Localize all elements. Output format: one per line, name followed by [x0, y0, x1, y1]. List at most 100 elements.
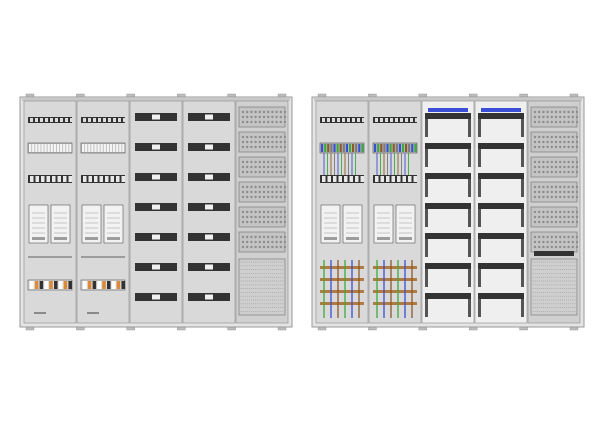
perforation-dot	[257, 272, 259, 274]
terminal-clamp	[63, 144, 66, 152]
perforation-dot	[564, 276, 565, 278]
perforation-dot	[257, 284, 259, 286]
perforation-dot	[532, 291, 534, 293]
perforation-dot	[557, 280, 559, 282]
vent-hole	[546, 210, 549, 214]
vent-hole	[246, 110, 249, 114]
perforation-dot	[242, 310, 244, 312]
vent-hole	[554, 220, 558, 224]
perforation-dot	[570, 265, 572, 267]
perforation-dot	[545, 288, 547, 290]
perforation-dot	[540, 280, 542, 282]
perforation-dot	[564, 303, 565, 305]
perforation-dot	[570, 269, 572, 271]
perforation-dot	[267, 288, 269, 290]
top-terminal	[415, 118, 418, 122]
vent-hole	[283, 160, 287, 164]
perforation-dot	[240, 303, 242, 305]
vent-hole	[250, 215, 253, 219]
vent-hole	[250, 170, 253, 174]
vent-hole	[550, 140, 553, 144]
top-terminal	[55, 118, 58, 122]
perforation-dot	[536, 299, 538, 301]
perforation-dot	[265, 303, 267, 305]
perforation-dot	[274, 280, 276, 282]
vent-hole	[533, 195, 537, 199]
perforation-dot	[267, 303, 269, 305]
cover-latch	[152, 264, 160, 270]
separator-rail	[81, 256, 125, 258]
perforation-dot	[568, 299, 570, 301]
vent-hole	[254, 195, 257, 199]
perforated-panel	[530, 258, 578, 316]
perforation-dot	[257, 307, 259, 309]
perforation-dot	[278, 284, 280, 286]
vent-hole	[563, 240, 566, 244]
perforation-dot	[248, 272, 250, 274]
perforation-dot	[274, 307, 276, 309]
terminal-clamp	[401, 144, 405, 152]
vent-hole	[267, 170, 270, 174]
vent-hole	[542, 115, 545, 119]
vent-hole	[571, 210, 574, 214]
vent-hole	[563, 185, 566, 189]
perforation-dot	[272, 307, 273, 309]
vent-hole	[275, 220, 278, 224]
perforation-dot	[545, 307, 547, 309]
perforation-dot	[284, 280, 286, 282]
perforation-dot	[545, 303, 547, 305]
vent-hole	[563, 170, 566, 174]
vent-hole	[575, 185, 579, 189]
vent-hole	[279, 245, 282, 249]
perforation-dot	[534, 303, 536, 305]
perforation-dot	[570, 276, 572, 278]
perforation-dot	[576, 307, 578, 309]
perforation-dot	[278, 310, 280, 312]
perforation-dot	[566, 291, 568, 293]
terminal-block-row	[372, 142, 418, 154]
perforation-dot	[568, 310, 570, 312]
perforation-dot	[536, 303, 538, 305]
vent-hole	[559, 185, 562, 189]
fuse-slot	[110, 176, 114, 182]
perforation-dot	[246, 295, 248, 297]
perforation-dot	[280, 276, 282, 278]
rail-bracket-left	[425, 179, 428, 197]
terminal-clamp	[69, 144, 72, 152]
perforation-dot	[574, 280, 576, 282]
perforation-dot	[564, 291, 565, 293]
vent-hole	[533, 135, 537, 139]
vent-hole	[275, 210, 278, 214]
perforation-dot	[551, 307, 553, 309]
vent-hole	[550, 245, 553, 249]
vent-hole	[258, 140, 261, 144]
main-fuse	[49, 281, 53, 289]
perforation-dot	[536, 276, 538, 278]
vent-hole	[271, 185, 274, 189]
perforation-dot	[564, 310, 565, 312]
vent-hole	[567, 120, 570, 124]
terminal-clamp	[327, 144, 330, 152]
perforation-dot	[572, 272, 574, 274]
perforation-dot	[242, 265, 244, 267]
perforation-dot	[265, 310, 267, 312]
perforation-dot	[263, 272, 265, 274]
perforation-dot	[259, 307, 261, 309]
perforation-dot	[559, 276, 561, 278]
perforation-dot	[572, 265, 574, 267]
vent-hole	[271, 195, 274, 199]
perforation-dot	[561, 284, 563, 286]
perforation-dot	[265, 295, 267, 297]
perforation-dot	[272, 261, 273, 263]
perforation-dot	[561, 299, 563, 301]
vent-hole	[271, 190, 274, 194]
vent-hole	[542, 170, 545, 174]
perforation-dot	[557, 295, 559, 297]
vent-hole	[554, 215, 558, 219]
perforation-dot	[246, 269, 248, 271]
din-rail	[478, 203, 524, 209]
vent-hole	[267, 140, 270, 144]
perforation-dot	[572, 307, 574, 309]
perforation-dot	[261, 276, 263, 278]
perforation-dot	[282, 272, 284, 274]
